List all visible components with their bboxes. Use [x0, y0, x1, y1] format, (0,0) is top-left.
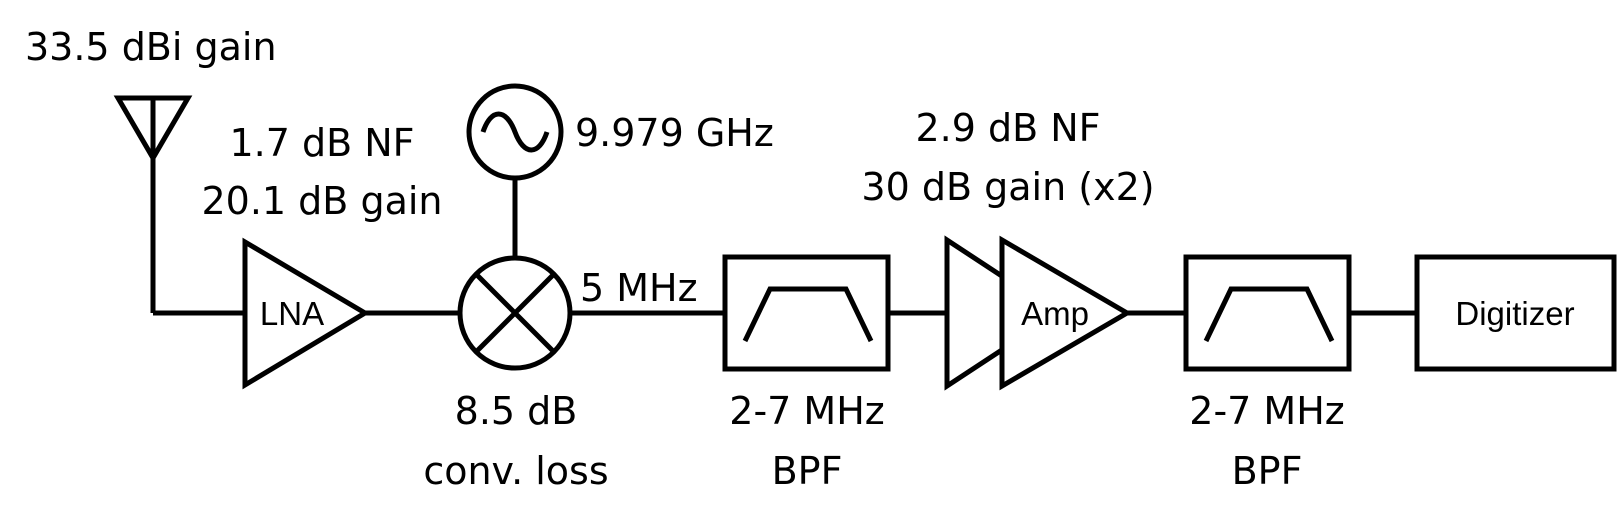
- if-frequency-label: 5 MHz: [580, 266, 698, 310]
- oscillator-frequency-label: 9.979 GHz: [575, 111, 774, 155]
- antenna: [113, 95, 193, 313]
- mixer-loss-label-line1: 8.5 dB: [455, 389, 578, 433]
- amp-front-triangle-icon: [999, 235, 1132, 391]
- digitizer: Digitizer: [1414, 254, 1617, 372]
- bpf2-type-label: BPF: [1232, 449, 1303, 493]
- bandpass-filter-1: [722, 254, 891, 372]
- bpf1-passband-icon: [742, 286, 874, 343]
- bpf1-box: [722, 254, 891, 372]
- amplifier-pair: Amp: [944, 235, 1132, 391]
- bpf2-passband-icon: [1203, 286, 1335, 343]
- digitizer-label: Digitizer: [1455, 295, 1574, 332]
- bpf1-band-label: 2-7 MHz: [729, 389, 884, 433]
- mixer: [457, 255, 573, 371]
- bandpass-filter-2: [1183, 254, 1352, 372]
- bpf2-box: [1183, 254, 1352, 372]
- lna-gain-label: 20.1 dB gain: [201, 179, 442, 223]
- lna-triangle-icon: [242, 237, 370, 390]
- amp-gain-label: 30 dB gain (x2): [861, 165, 1154, 209]
- amp-label: Amp: [1021, 295, 1089, 332]
- lna-amplifier: LNA: [242, 237, 370, 390]
- local-oscillator: [466, 83, 564, 181]
- antenna-gain-label: 33.5 dBi gain: [25, 25, 277, 69]
- bpf2-band-label: 2-7 MHz: [1189, 389, 1344, 433]
- mixer-loss-label-line2: conv. loss: [423, 449, 608, 493]
- amp-nf-label: 2.9 dB NF: [915, 106, 1100, 150]
- mixer-cross-line-b: [474, 272, 556, 354]
- sine-wave-icon: [480, 111, 550, 153]
- lna-nf-label: 1.7 dB NF: [229, 121, 414, 165]
- bpf1-type-label: BPF: [772, 449, 843, 493]
- lna-label: LNA: [260, 295, 324, 332]
- digitizer-box: [1414, 254, 1617, 372]
